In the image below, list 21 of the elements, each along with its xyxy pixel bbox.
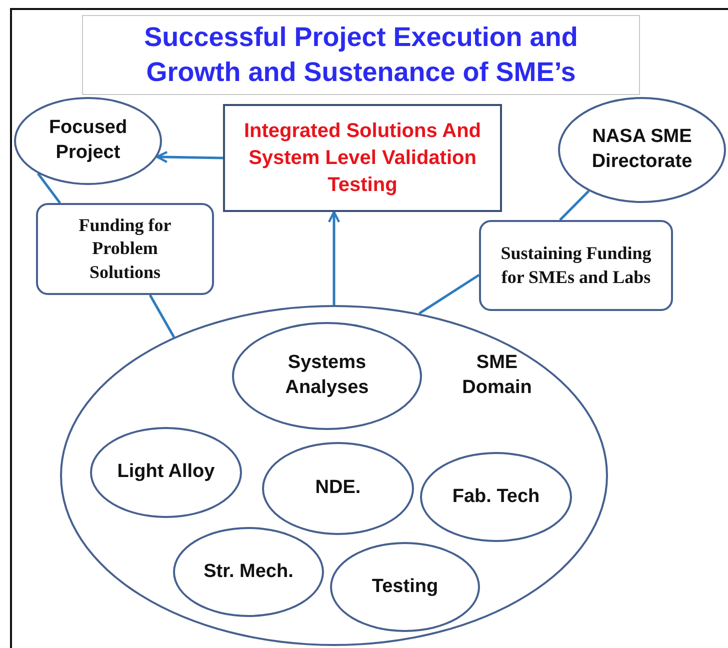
node-label: NASA SME Directorate [590, 125, 694, 174]
node-label: Str. Mech. [204, 560, 294, 584]
title: Successful Project Execution and Growth and Sustenance of SME’s [143, 20, 579, 89]
process-box [223, 104, 502, 212]
node-label: Funding for Problem Solutions [78, 214, 172, 284]
node-label: Focused Project [48, 116, 128, 165]
node-label: Fab. Tech [452, 484, 540, 509]
process-box [36, 203, 214, 295]
arrow [328, 210, 340, 305]
node-label: NDE. [315, 476, 361, 500]
node-label: Integrated Solutions And System Level Validation Testing [242, 118, 482, 198]
node-label: Light Alloy [117, 460, 215, 484]
process-box [479, 220, 673, 311]
connector-line [418, 274, 480, 315]
connector-line [36, 172, 61, 204]
node-label: SME Domain [461, 351, 533, 400]
connector-line [148, 294, 176, 338]
node-label: Systems Analyses [284, 351, 370, 400]
node-label: Testing [372, 574, 438, 599]
connector-line [559, 190, 590, 221]
node-label: Sustaining Funding for SMEs and Labs [500, 242, 652, 288]
